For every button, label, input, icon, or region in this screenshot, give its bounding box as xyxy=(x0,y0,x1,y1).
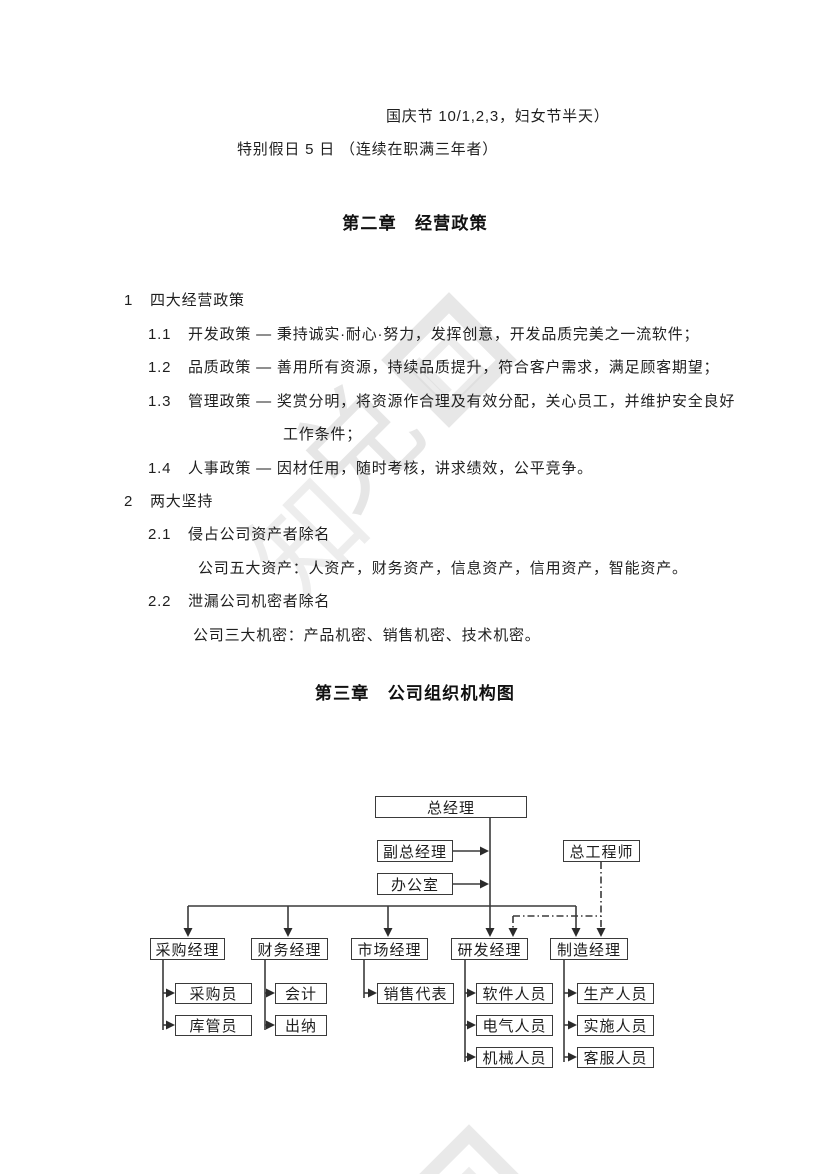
org-node-cashier: 出纳 xyxy=(275,1015,327,1036)
org-node-manufacturing-manager: 制造经理 xyxy=(550,938,628,960)
org-node-implementation-staff: 实施人员 xyxy=(577,1015,654,1036)
org-node-customer-service-staff: 客服人员 xyxy=(577,1047,654,1068)
org-node-sales-rep: 销售代表 xyxy=(377,983,454,1004)
org-node-office: 办公室 xyxy=(377,873,453,895)
item-1-3-text-wrap: 工作条件； xyxy=(283,426,363,443)
org-node-chief-engineer: 总工程师 xyxy=(563,840,640,862)
item-1-3-num: 1.3 xyxy=(148,393,172,410)
org-node-finance-manager: 财务经理 xyxy=(251,938,328,960)
org-chart-connectors xyxy=(162,818,606,1062)
org-node-electrical-staff: 电气人员 xyxy=(476,1015,553,1036)
org-node-production-staff: 生产人员 xyxy=(577,983,654,1004)
org-node-market-manager: 市场经理 xyxy=(351,938,428,960)
section2-num: 2 xyxy=(124,493,134,510)
item-1-1-num: 1.1 xyxy=(148,326,172,343)
org-node-general-manager: 总经理 xyxy=(375,796,527,818)
org-node-purchasing-manager: 采购经理 xyxy=(150,938,225,960)
item-2-2-detail: 公司三大机密：产品机密、销售机密、技术机密。 xyxy=(193,627,541,644)
item-1-4-num: 1.4 xyxy=(148,460,172,477)
org-node-mechanical-staff: 机械人员 xyxy=(476,1047,553,1068)
header-line-1: 国庆节 10/1,2,3，妇女节半天） xyxy=(386,108,610,125)
chapter2-title: 第二章 经营政策 xyxy=(342,214,488,233)
section2-title: 两大坚持 xyxy=(150,493,214,510)
item-1-1-text: 开发政策 — 秉持诚实·耐心·努力，发挥创意，开发品质完美之一流软件； xyxy=(188,326,700,343)
item-2-1-num: 2.1 xyxy=(148,526,172,543)
item-2-1-detail: 公司五大资产：人资产，财务资产，信息资产，信用资产，智能资产。 xyxy=(198,560,688,577)
chapter3-title: 第三章 公司组织机构图 xyxy=(314,684,516,703)
item-1-3-text: 管理政策 — 奖赏分明，将资源作合理及有效分配，关心员工，并维护安全良好 xyxy=(188,393,736,410)
watermark-char-1: 兑 xyxy=(270,358,448,536)
item-1-2-text: 品质政策 — 善用所有资源，持续品质提升，符合客户需求，满足顾客期望； xyxy=(188,359,720,376)
item-1-2-num: 1.2 xyxy=(148,359,172,376)
org-chart: 总经理 副总经理 办公室 总工程师 采购经理 财务经理 市场经理 研发经理 制造… xyxy=(0,780,830,1174)
org-node-purchaser: 采购员 xyxy=(175,983,252,1004)
header-line-2: 特别假日 5 日 （连续在职满三年者） xyxy=(237,141,499,158)
item-2-1-title: 侵占公司资产者除名 xyxy=(188,526,331,543)
item-2-2-title: 泄漏公司机密者除名 xyxy=(188,593,331,610)
section1-title: 四大经营政策 xyxy=(150,292,245,309)
item-1-4-text: 人事政策 — 因材任用，随时考核，讲求绩效，公平竞争。 xyxy=(188,460,593,477)
item-2-2-num: 2.2 xyxy=(148,593,172,610)
org-node-rd-manager: 研发经理 xyxy=(451,938,528,960)
org-node-software-staff: 软件人员 xyxy=(476,983,553,1004)
org-node-accountant: 会计 xyxy=(275,983,327,1004)
section1-num: 1 xyxy=(124,292,134,309)
org-node-warehouse-keeper: 库管员 xyxy=(175,1015,252,1036)
org-node-deputy-general-manager: 副总经理 xyxy=(377,840,453,862)
